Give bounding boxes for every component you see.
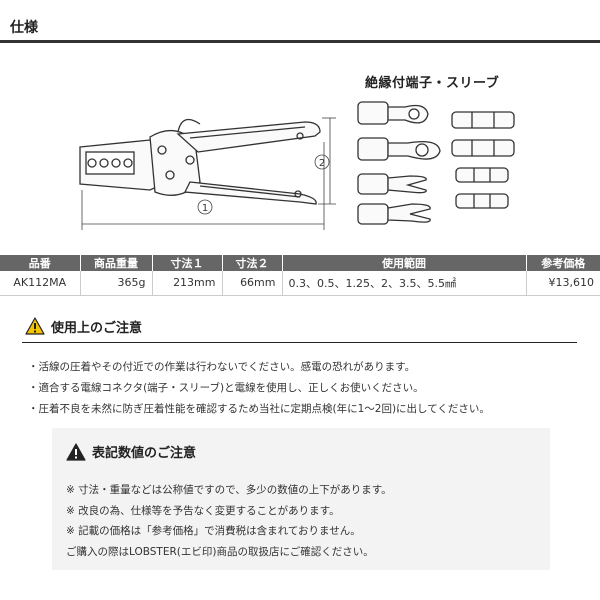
caution-list: ・活線の圧着やその付近での作業は行わないでください。感電の恐れがあります。 ・適… [28, 357, 490, 420]
cell-weight: 365g [80, 271, 153, 296]
notes-title: 表記数値のご注意 [92, 446, 197, 461]
dimension-1-label: 1 [202, 203, 208, 214]
header-dim2: 寸法２ [222, 255, 283, 271]
warning-icon [25, 317, 45, 335]
header-range: 使用範囲 [282, 255, 527, 271]
product-figure: 1 2 絶縁付端子・スリーブ [0, 52, 600, 252]
dimension-2-label: 2 [319, 158, 325, 169]
header-dim1: 寸法１ [152, 255, 223, 271]
list-item: ※ 記載の価格は「参考価格」で消費税は含まれておりません。 [66, 525, 361, 537]
header-price: 参考価格 [526, 255, 600, 271]
header-code: 品番 [0, 255, 81, 271]
warning-black-icon [66, 442, 86, 461]
cell-dim2: 66mm [222, 271, 283, 296]
caution-heading: 使用上のご注意 [25, 313, 142, 339]
list-item: ご購入の際はLOBSTER(エビ印)商品の取扱店にご確認ください。 [66, 545, 374, 558]
list-item: ※ 改良の為、仕様等を予告なく変更することがあります。 [66, 504, 340, 517]
caution-title: 使用上のご注意 [51, 320, 143, 336]
sleeve-title: 絶縁付端子・スリーブ [365, 76, 500, 91]
list-item: ・活線の圧着やその付近での作業は行わないでください。感電の恐れがあります。 [28, 361, 416, 373]
notes-heading: 表記数値のご注意 [66, 442, 196, 461]
spec-table: 品番 商品重量 寸法１ 寸法２ 使用範囲 参考価格 AK112MA 365g 2… [0, 255, 600, 296]
section-title: 仕様 [10, 20, 38, 36]
list-item: ・適合する電線コネクタ(端子・スリーブ)と電線を使用し、正しくお使いください。 [28, 382, 424, 394]
list-item: ※ 寸法・重量などは公称値ですので、多少の数値の上下があります。 [66, 484, 392, 496]
cell-price: ¥13,610 [526, 271, 600, 296]
table-row: AK112MA 365g 213mm 66mm 0.3、0.5、1.25、2、3… [0, 271, 600, 296]
cell-range: 0.3、0.5、1.25、2、3.5、5.5㎟ [282, 271, 527, 296]
crimper-illustration: 1 2 [79, 101, 515, 230]
notes-list: ※ 寸法・重量などは公称値ですので、多少の数値の上下があります。 ※ 改良の為、… [66, 480, 392, 562]
caution-rule [22, 342, 577, 343]
notes-box: 表記数値のご注意 ※ 寸法・重量などは公称値ですので、多少の数値の上下があります… [52, 428, 550, 570]
list-item: ・圧着不良を未然に防ぎ圧着性能を確認するため当社に定期点検(年に1～2回)に出し… [28, 403, 490, 415]
header-weight: 商品重量 [80, 255, 153, 271]
cell-dim1: 213mm [152, 271, 223, 296]
spec-header-row: 品番 商品重量 寸法１ 寸法２ 使用範囲 参考価格 [0, 255, 600, 271]
cell-code: AK112MA [0, 271, 81, 296]
section-rule [0, 40, 600, 43]
